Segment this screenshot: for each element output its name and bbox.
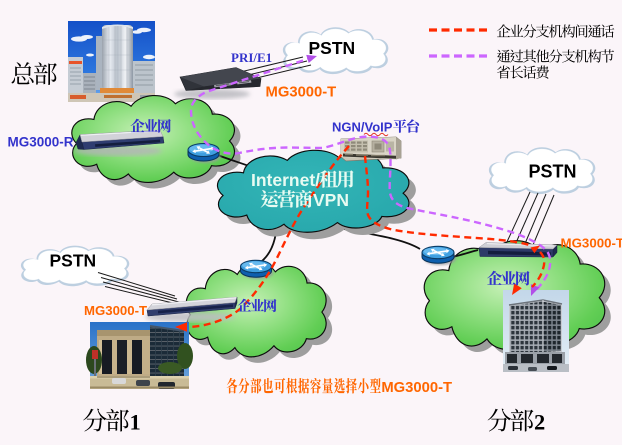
svg-text:MG3000-T: MG3000-T [266,85,337,101]
svg-text:MG3000-T: MG3000-T [381,380,452,396]
svg-text:NGN/VoIP: NGN/VoIP [332,120,393,135]
svg-text:MG3000-T: MG3000-T [561,235,622,250]
svg-text:1: 1 [130,410,141,435]
svg-text:2: 2 [534,410,545,435]
svg-text:PSTN: PSTN [529,162,577,182]
svg-text:PRI/E1: PRI/E1 [231,50,272,65]
svg-text:Internet/: Internet/ [251,170,320,190]
svg-text:PSTN: PSTN [50,251,97,271]
svg-text:VPN: VPN [313,190,349,210]
svg-text:MG3000-R: MG3000-R [8,135,74,150]
svg-text:PSTN: PSTN [309,38,356,58]
svg-text:MG3000-T: MG3000-T [84,303,147,318]
